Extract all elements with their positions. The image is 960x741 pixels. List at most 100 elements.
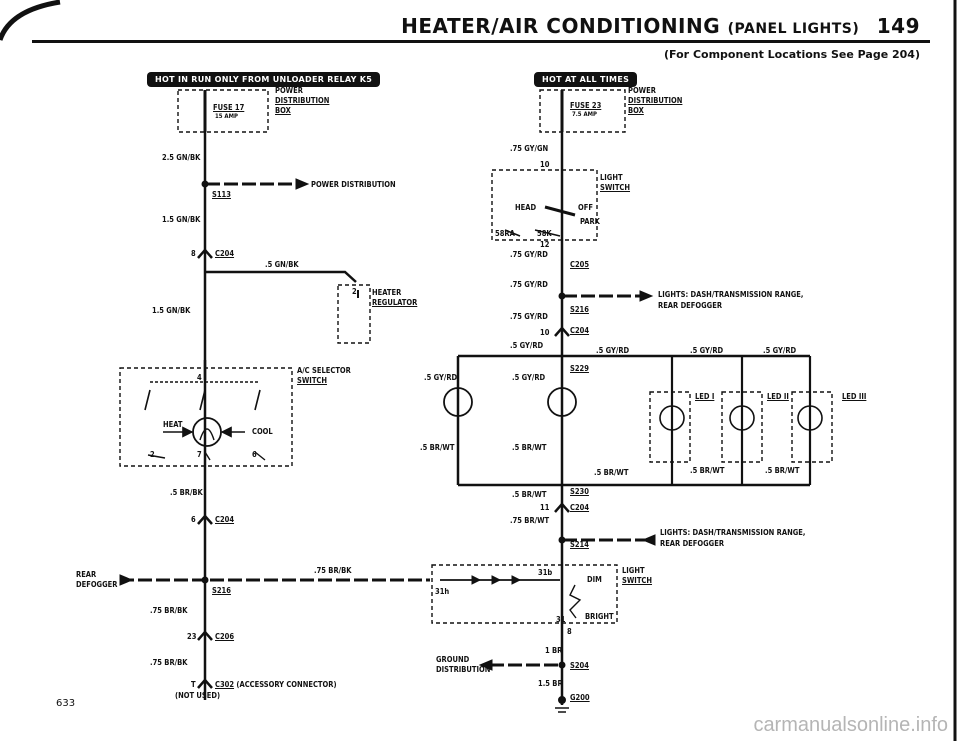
led-1: LED I [695, 392, 715, 401]
ls-l1: LIGHT [600, 173, 623, 182]
right-wire-7: .75 BR/WT [510, 516, 550, 525]
right-g200: G200 [570, 693, 590, 702]
left-box-l3: BOX [275, 106, 291, 115]
watermark: carmanualsonline.info [753, 714, 948, 736]
right-wire-4: .75 GY/RD [510, 312, 548, 321]
ls-l2: SWITCH [600, 183, 631, 192]
light-switch-box [491, 169, 598, 241]
left-fuse-box [177, 89, 269, 133]
ls-park: PARK [580, 217, 600, 226]
left-s216: S216 [212, 586, 231, 595]
left-wire-4: 1.5 GN/BK [152, 306, 191, 315]
rear-label: REAR [76, 570, 97, 579]
ac-l2: SWITCH [297, 376, 328, 385]
right-wire-10: 1.5 BR [538, 679, 563, 688]
left-c204: C204 [215, 249, 235, 258]
ls2-31h: 31h [435, 587, 450, 596]
left-s113: S113 [212, 190, 231, 199]
ls2-bright: BRIGHT [585, 612, 614, 621]
led-2: LED II [767, 392, 789, 401]
led-1-box [649, 391, 691, 463]
ground-2: DISTRIBUTION [436, 665, 491, 674]
ls-head: HEAD [515, 203, 537, 212]
right-p12: 12 [540, 240, 550, 249]
ls2-31b: 31b [538, 568, 553, 577]
defogger-label: DEFOGGER [76, 580, 118, 589]
right-box-l1: POWER [628, 86, 656, 95]
right-c204b: C204 [570, 503, 590, 512]
ac-p2: 2 [150, 450, 155, 459]
heater-l1: HEATER [372, 288, 402, 297]
lights-1: LIGHTS: DASH/TRANSMISSION RANGE, [658, 290, 804, 299]
right-wire-6: .5 BR/WT [512, 490, 547, 499]
brwt-b: .5 BR/WT [690, 466, 725, 475]
heater-pin: 2 [352, 287, 357, 296]
right-fuse-box [539, 89, 626, 133]
left-c206: C206 [215, 632, 235, 641]
right-c205: C205 [570, 260, 590, 269]
left-c302-pin: T [191, 680, 196, 689]
page-header-number: 149 [876, 14, 920, 38]
left-wire-6b: .75 BR/BK [314, 566, 352, 575]
ls2-l1: LIGHT [622, 566, 645, 575]
right-s230: S230 [570, 487, 589, 496]
heater-regulator-box [337, 284, 371, 344]
right-p8: 8 [567, 627, 572, 636]
gyrd-3: .5 GY/RD [763, 346, 797, 355]
ls2-31: 31 [556, 615, 566, 624]
component-location-note: (For Component Locations See Page 204) [664, 48, 920, 61]
left-fuse: FUSE 17 [213, 103, 245, 112]
lights-3: LIGHTS: DASH/TRANSMISSION RANGE, [660, 528, 806, 537]
page-number: 633 [56, 698, 76, 709]
left-edge [0, 0, 10, 741]
light-switch-2-box [431, 564, 618, 624]
not-used: (NOT USED) [175, 691, 221, 700]
banner-hot-at-all-times: HOT AT ALL TIMES [534, 72, 638, 87]
left-fuse-amp: 15 AMP [215, 113, 238, 120]
left-box-l2: DISTRIBUTION [275, 96, 330, 105]
left-c204-pin: 8 [191, 249, 196, 258]
right-p11: 11 [540, 503, 550, 512]
lights-4: REAR DEFOGGER [660, 539, 725, 548]
ac-p6: 6 [252, 450, 257, 459]
title-subtag: (PANEL LIGHTS) [727, 21, 860, 37]
brwt-c: .5 BR/WT [765, 466, 800, 475]
right-wire-5: .5 GY/RD [510, 341, 544, 350]
left-wire-2: 1.5 GN/BK [162, 215, 201, 224]
page-title: HEATER/AIR CONDITIONING (PANEL LIGHTS) 1… [401, 14, 920, 38]
led-3-box [791, 391, 833, 463]
ls-58k: 58K [537, 229, 552, 238]
banner-hot-in-run: HOT IN RUN ONLY FROM UNLOADER RELAY K5 [147, 72, 381, 87]
ground-1: GROUND [436, 655, 470, 664]
led-3: LED III [842, 392, 867, 401]
ls2-l2: SWITCH [622, 576, 653, 585]
left-wire-5: .5 BR/BK [170, 488, 203, 497]
gyrd-2: .5 GY/RD [690, 346, 724, 355]
ac-heat: HEAT [163, 420, 183, 429]
left-box-l1: POWER [275, 86, 303, 95]
left-c206-pin: 23 [187, 632, 197, 641]
right-s204: S204 [570, 661, 589, 670]
left-c204b-pin: 6 [191, 515, 196, 524]
brwt-a: .5 BR/WT [594, 468, 629, 477]
ac-l1: A/C SELECTOR [297, 366, 351, 375]
right-wire-3: .75 GY/RD [510, 280, 548, 289]
right-p10: 10 [540, 160, 550, 169]
gyrd-left: .5 GY/RD [424, 373, 458, 382]
lights-2: REAR DEFOGGER [658, 301, 723, 310]
ls-58ra: 58RA [495, 229, 515, 238]
right-wire-2: .75 GY/RD [510, 250, 548, 259]
right-s216: S216 [570, 305, 589, 314]
header-rule [32, 40, 930, 43]
gyrd-1: .5 GY/RD [596, 346, 630, 355]
ac-cool: COOL [252, 427, 273, 436]
left-wire-6: .75 BR/BK [150, 606, 188, 615]
title-main: HEATER/AIR CONDITIONING [401, 14, 721, 38]
right-c204: C204 [570, 326, 590, 335]
right-s214: S214 [570, 540, 589, 549]
brwt-mid: .5 BR/WT [512, 443, 547, 452]
right-s229: S229 [570, 364, 589, 373]
right-box-l2: DISTRIBUTION [628, 96, 683, 105]
